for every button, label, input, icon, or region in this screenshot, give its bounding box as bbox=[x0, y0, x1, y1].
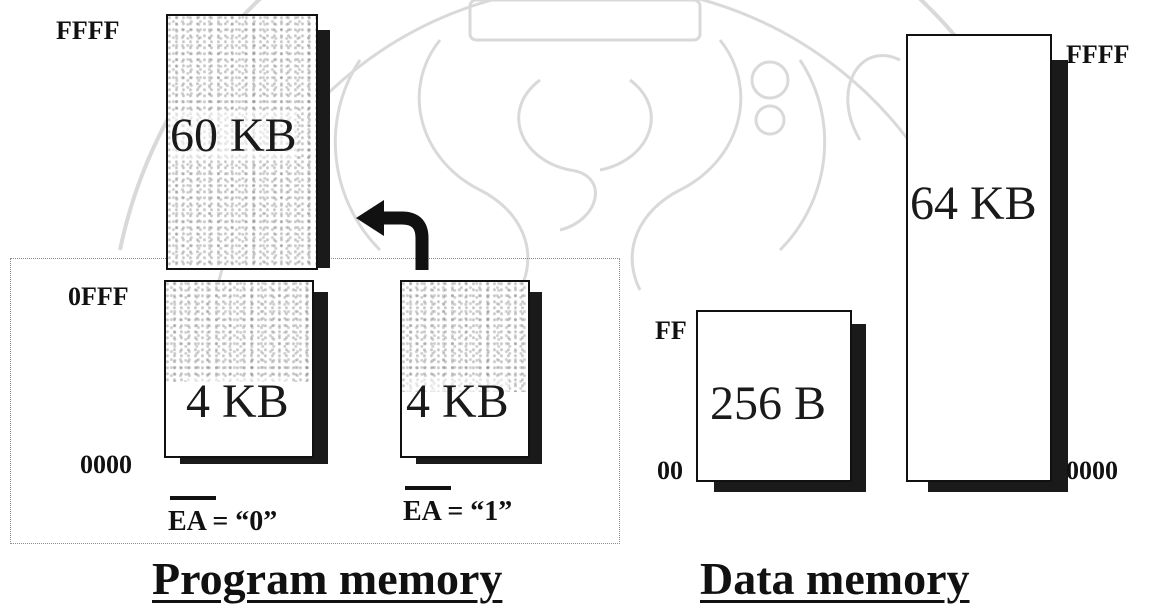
program-internal-ea1-size-label: 4 KB bbox=[406, 375, 509, 428]
program-internal-top-address: 0FFF bbox=[68, 282, 129, 311]
program-internal-bottom-address: 0000 bbox=[80, 450, 132, 479]
ea1-condition-label: EA = “1” bbox=[403, 496, 513, 527]
ea-overline bbox=[405, 486, 451, 490]
program-memory-internal-block-ea1 bbox=[400, 280, 530, 458]
program-memory-title: Program memory bbox=[152, 553, 503, 604]
data-internal-top-address: FF bbox=[655, 316, 687, 345]
ea-overline bbox=[170, 496, 216, 500]
curved-arrow-icon bbox=[356, 200, 429, 270]
data-external-size-label: 64 KB bbox=[910, 177, 1037, 230]
data-external-bottom-address: 0000 bbox=[1066, 456, 1118, 485]
data-external-top-address: FFFF bbox=[1066, 40, 1130, 69]
program-memory-internal-block-ea0 bbox=[164, 280, 314, 458]
data-memory-external-block bbox=[906, 34, 1052, 482]
data-internal-bottom-address: 00 bbox=[657, 456, 683, 485]
ea0-condition-label: EA = “0” bbox=[168, 506, 278, 537]
program-external-size-label: 60 KB bbox=[170, 109, 297, 162]
block-texture bbox=[402, 282, 528, 392]
block-texture bbox=[166, 282, 312, 382]
program-external-top-address: FFFF bbox=[56, 16, 120, 45]
data-internal-size-label: 256 B bbox=[710, 377, 827, 430]
data-memory-title: Data memory bbox=[700, 553, 970, 604]
program-internal-ea0-size-label: 4 KB bbox=[186, 375, 289, 428]
